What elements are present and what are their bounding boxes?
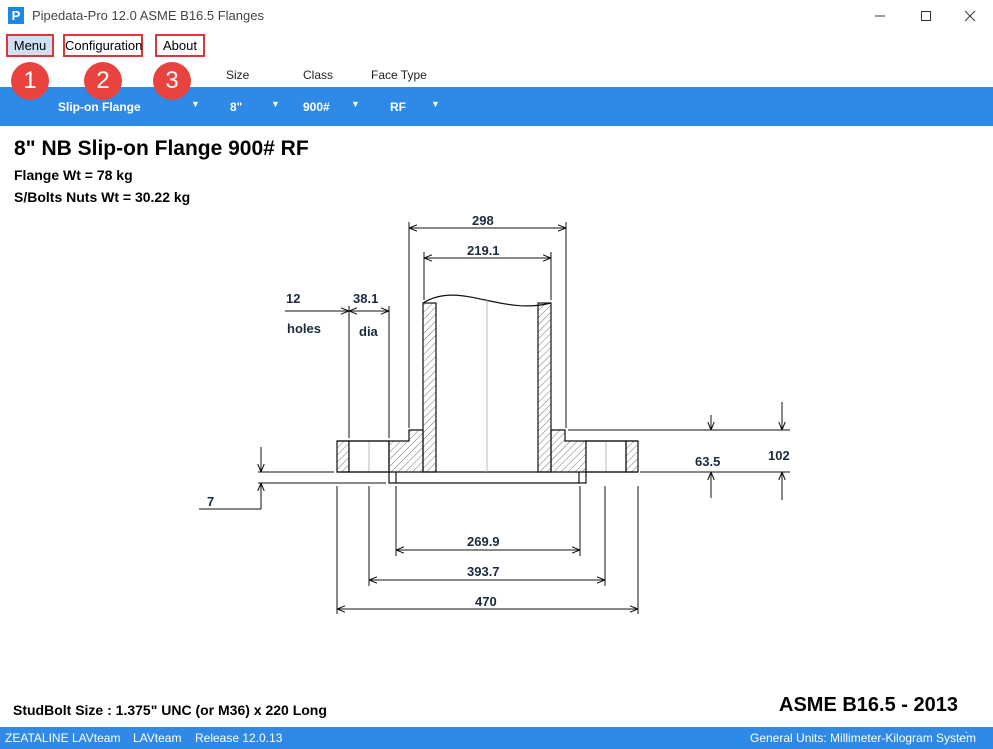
minimize-icon — [875, 15, 885, 16]
flange-weight: Flange Wt = 78 kg — [14, 167, 133, 183]
pipe-left-wall — [422, 302, 437, 473]
callout-badge-1: 1 — [11, 62, 49, 100]
size-dropdown-icon[interactable]: ▼ — [271, 99, 280, 109]
size-header: Size — [226, 68, 250, 82]
status-units: General Units: Millimeter-Kilogram Syste… — [750, 731, 977, 745]
flange-section — [336, 294, 639, 484]
status-release: Release 12.0.13 — [195, 731, 283, 745]
dim-raised-face-dia: 269.9 — [467, 534, 500, 549]
close-icon — [964, 10, 976, 21]
app-icon: P — [8, 7, 24, 24]
dim-hole-dia-label: dia — [359, 324, 379, 339]
dim-overall-length: 102 — [768, 448, 790, 463]
configuration-button[interactable]: Configuration — [63, 34, 143, 57]
class-select[interactable]: 900# — [303, 100, 330, 114]
dim-bolt-circle: 393.7 — [467, 564, 500, 579]
resize-grip-icon[interactable]: ⋰ — [958, 731, 968, 742]
left-raised-face — [388, 472, 397, 484]
callout-badge-2: 2 — [84, 62, 122, 100]
maximize-icon — [921, 10, 931, 21]
flange-type-select[interactable]: Slip-on Flange — [58, 100, 141, 114]
menu-button[interactable]: Menu — [6, 34, 54, 57]
face-type-select[interactable]: RF — [390, 100, 406, 114]
size-select[interactable]: 8" — [230, 100, 243, 114]
right-raised-face — [578, 472, 587, 484]
dimension-labels: 298 219.1 12 holes 38.1 dia 7 63.5 102 2… — [207, 213, 790, 609]
status-item: LAVteam — [133, 731, 182, 745]
right-flange-outer-hatch — [625, 440, 639, 473]
left-flange-outer-hatch — [336, 440, 350, 473]
left-hub-hatch — [388, 429, 424, 473]
about-button[interactable]: About — [155, 34, 205, 57]
dim-raised-face-height: 7 — [207, 494, 214, 509]
dim-flange-od: 470 — [475, 594, 497, 609]
status-item: LAVteam — [72, 731, 121, 745]
maximize-button[interactable] — [903, 0, 949, 31]
status-bar: ZEATALINE LAVteam LAVteam Release 12.0.1… — [0, 727, 993, 749]
dim-holes-label: holes — [287, 321, 321, 336]
status-item: ZEATALINE — [5, 731, 69, 745]
callout-badge-3: 3 — [153, 62, 191, 100]
dim-hub-dia: 298 — [472, 213, 494, 228]
right-hub-hatch — [550, 429, 587, 473]
class-header: Class — [303, 68, 334, 82]
minimize-button[interactable] — [857, 0, 903, 31]
close-button[interactable] — [947, 0, 993, 31]
dim-thickness: 63.5 — [695, 454, 720, 469]
pipe-right-wall — [537, 302, 552, 473]
dim-pipe-od: 219.1 — [467, 243, 500, 258]
title-bar: P Pipedata-Pro 12.0 ASME B16.5 Flanges — [0, 0, 993, 31]
window-title: Pipedata-Pro 12.0 ASME B16.5 Flanges — [32, 8, 264, 23]
class-dropdown-icon[interactable]: ▼ — [351, 99, 360, 109]
face-type-header: Face Type — [371, 68, 427, 82]
dim-holes-count: 12 — [286, 291, 300, 306]
dimension-lines — [199, 222, 790, 614]
studbolt-size: StudBolt Size : 1.375" UNC (or M36) x 22… — [13, 702, 327, 718]
menu-bar: Menu Configuration About — [0, 31, 993, 61]
bolts-nuts-weight: S/Bolts Nuts Wt = 30.22 kg — [14, 189, 191, 205]
dim-hole-dia: 38.1 — [353, 291, 378, 306]
standard-label: ASME B16.5 - 2013 — [779, 694, 958, 716]
flange-title: 8" NB Slip-on Flange 900# RF — [14, 137, 309, 160]
pipe-break-line — [422, 294, 552, 307]
flange-type-dropdown-icon[interactable]: ▼ — [191, 99, 200, 109]
face-type-dropdown-icon[interactable]: ▼ — [431, 99, 440, 109]
